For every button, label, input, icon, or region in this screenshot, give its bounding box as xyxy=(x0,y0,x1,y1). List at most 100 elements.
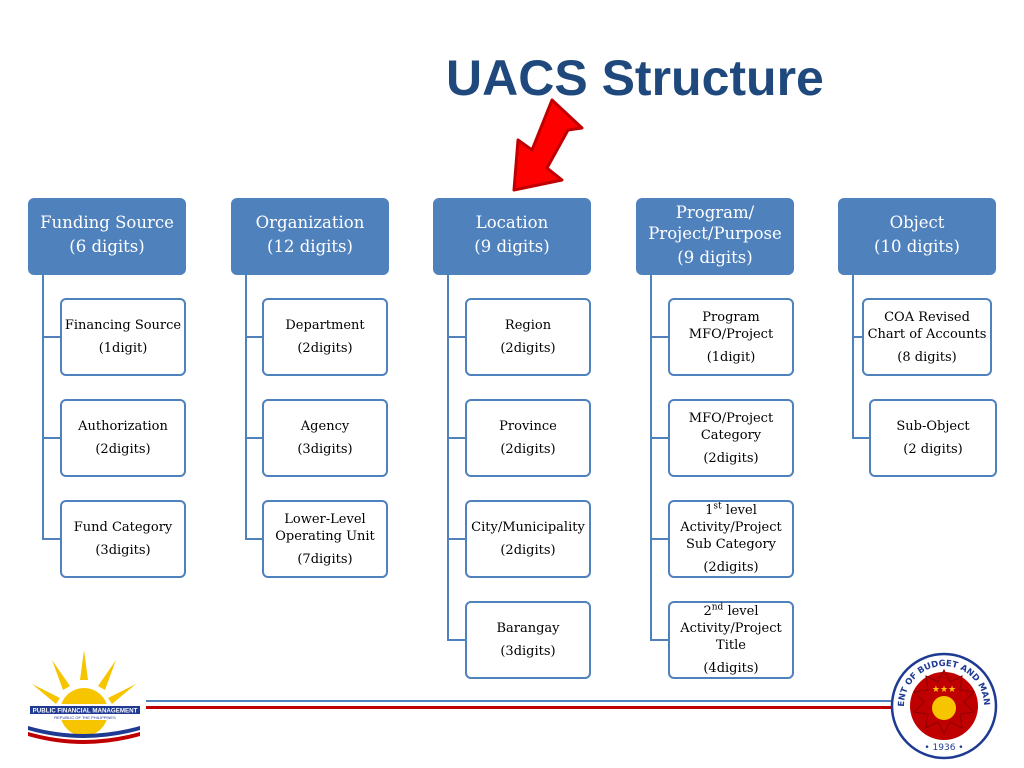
child-label: Region xyxy=(504,318,552,333)
footer-rule-red xyxy=(146,706,892,709)
svg-text:★★★: ★★★ xyxy=(932,685,956,695)
column-header: Location (9 digits) xyxy=(433,198,591,275)
child-digits: (2digits) xyxy=(500,341,556,356)
child-box: Agency(3digits) xyxy=(262,399,388,477)
child-label: Lower-Level xyxy=(284,511,366,527)
child-box: Barangay (3digits) xyxy=(465,601,591,679)
child-box: Fund Category (3digits) xyxy=(60,500,186,578)
connector-branch xyxy=(42,336,60,338)
column-title: Program/Project/Purpose xyxy=(648,202,782,243)
column-title: Funding Source xyxy=(40,213,174,232)
child-digits: (2digits) xyxy=(703,560,759,575)
footer-rule-blue xyxy=(146,700,892,702)
connector-line xyxy=(447,275,449,641)
dbm-seal-logo-icon: ★★★ DEPARTMENT OF BUDGET AND MANAGEMENT … xyxy=(890,652,998,760)
child-label: Fund Category xyxy=(73,520,173,535)
column-digits: (9 digits) xyxy=(474,237,550,256)
child-level: 1st level xyxy=(705,501,757,518)
child-label: Activity/Project xyxy=(680,520,782,535)
connector-line xyxy=(42,275,44,540)
column-title: Object xyxy=(889,213,945,232)
child-digits: (3digits) xyxy=(95,543,151,558)
column-digits: (9 digits) xyxy=(677,247,753,267)
child-digits: (1digit) xyxy=(706,349,756,365)
child-digits: (4digits) xyxy=(703,661,759,676)
connector-branch xyxy=(650,538,668,540)
child-label: Province xyxy=(499,419,557,434)
pfm-sun-logo-icon: PUBLIC FINANCIAL MANAGEMENT REPUBLIC OF … xyxy=(26,650,142,744)
slide-title: UACS Structure xyxy=(446,50,824,106)
column-digits: (10 digits) xyxy=(874,237,960,256)
child-digits: (2digits) xyxy=(500,442,556,457)
connector-branch xyxy=(447,538,465,540)
child-label: MFO/Project xyxy=(688,410,774,426)
column-digits: (12 digits) xyxy=(267,237,353,256)
child-digits: (8 digits) xyxy=(897,349,957,365)
connector-branch xyxy=(245,336,262,338)
child-level: 2nd level xyxy=(703,602,759,619)
child-label: Agency xyxy=(300,419,350,434)
column-title: Organization xyxy=(255,213,365,232)
child-label: Program xyxy=(702,309,760,325)
connector-branch xyxy=(447,336,465,338)
child-label: Sub-Object xyxy=(896,419,970,434)
child-label: Operating Unit xyxy=(275,528,375,544)
child-digits: (2digits) xyxy=(500,543,556,558)
child-digits: (2digits) xyxy=(95,442,151,457)
child-box: Financing Source (1digit) xyxy=(60,298,186,376)
child-label: City/Municipality xyxy=(471,520,585,535)
column-header: Organization (12 digits) xyxy=(231,198,389,275)
child-label: Title xyxy=(716,638,746,653)
connector-branch xyxy=(42,437,60,439)
connector-branch xyxy=(447,639,465,641)
column-digits: (6 digits) xyxy=(69,237,145,256)
connector-line xyxy=(245,275,247,540)
child-label: MFO/Project xyxy=(688,326,774,342)
child-digits: (2 digits) xyxy=(903,442,963,457)
child-label: Barangay xyxy=(496,621,560,636)
column-header: Program/Project/Purpose (9 digits) xyxy=(636,198,794,275)
child-digits: (1digit) xyxy=(98,341,148,356)
connector-line xyxy=(852,275,854,439)
connector-branch xyxy=(245,437,262,439)
child-label: Chart of Accounts xyxy=(867,326,987,342)
connector-branch xyxy=(650,437,668,439)
child-box: Sub-Object (2 digits) xyxy=(869,399,997,477)
column-header: Funding Source (6 digits) xyxy=(28,198,186,275)
svg-text:PUBLIC FINANCIAL MANAGEMENT: PUBLIC FINANCIAL MANAGEMENT xyxy=(33,708,138,715)
connector-branch xyxy=(650,639,668,641)
child-box: Region (2digits) xyxy=(465,298,591,376)
child-digits: (2digits) xyxy=(297,341,353,356)
connector-branch xyxy=(447,437,465,439)
connector-line xyxy=(650,275,652,641)
child-label: Activity/Project xyxy=(680,621,782,636)
child-label: COA Revised xyxy=(884,309,970,325)
child-digits: (2digits) xyxy=(703,450,759,466)
svg-text:• 1936 •: • 1936 • xyxy=(924,743,963,753)
svg-text:REPUBLIC OF THE PHILIPPINES: REPUBLIC OF THE PHILIPPINES xyxy=(54,715,116,720)
child-box: Province (2digits) xyxy=(465,399,591,477)
child-label: Sub Category xyxy=(685,537,777,552)
child-digits: (3digits) xyxy=(500,644,556,659)
connector-branch xyxy=(852,336,862,338)
child-box: City/Municipality (2digits) xyxy=(465,500,591,578)
child-label: Department xyxy=(285,318,365,333)
child-label: Category xyxy=(700,427,762,443)
child-label: Authorization xyxy=(78,419,168,434)
connector-branch xyxy=(42,538,60,540)
connector-branch xyxy=(245,538,262,540)
child-digits: (7digits) xyxy=(297,551,353,567)
column-title: Location xyxy=(475,213,549,232)
child-box: Department (2digits) xyxy=(262,298,388,376)
child-label: Financing Source xyxy=(64,318,182,333)
connector-branch xyxy=(650,336,668,338)
connector-branch xyxy=(852,437,869,439)
child-box: Authorization (2digits) xyxy=(60,399,186,477)
column-header: Object (10 digits) xyxy=(838,198,996,275)
